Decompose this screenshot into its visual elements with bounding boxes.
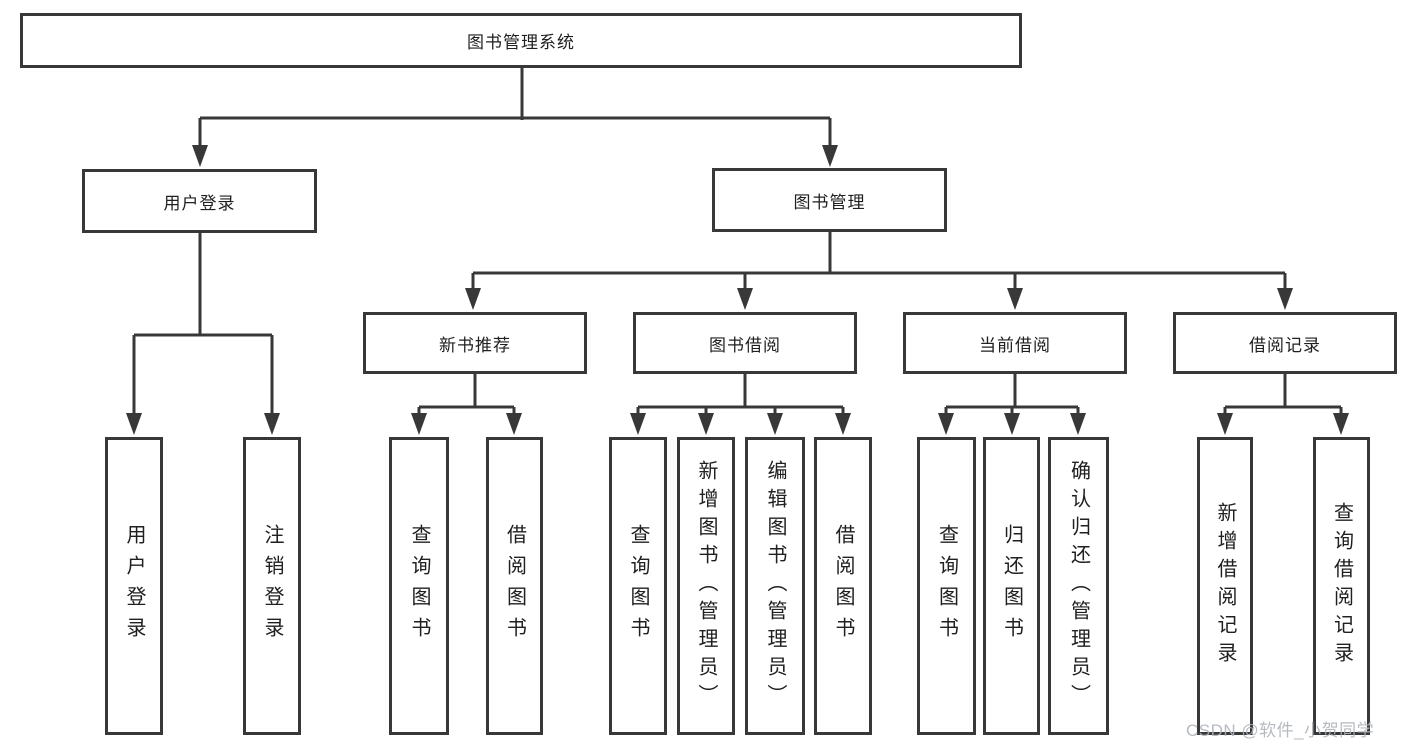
leaf-query-books-current: 查询图书: [917, 437, 976, 735]
node-current-borrow: 当前借阅: [903, 312, 1127, 374]
leaf-user-login: 用户登录: [105, 437, 163, 735]
node-borrow-records: 借阅记录: [1173, 312, 1397, 374]
node-label: 借阅图书: [832, 524, 854, 648]
leaf-query-books-recommend: 查询图书: [389, 437, 449, 735]
node-label: 编辑图书（管理员）: [764, 460, 786, 712]
node-label: 借阅记录: [1249, 335, 1321, 355]
node-label: 查询图书: [935, 524, 958, 648]
leaf-borrow-books-recommend: 借阅图书: [486, 437, 543, 735]
leaf-borrow-books: 借阅图书: [814, 437, 872, 735]
node-label: 新增图书（管理员）: [695, 460, 717, 712]
csdn-watermark: CSDN @软件_小贺同学: [1186, 721, 1375, 740]
node-label: 新增借阅记录: [1214, 502, 1236, 670]
node-system-root: 图书管理系统: [20, 13, 1022, 68]
node-label: 新书推荐: [439, 335, 511, 355]
leaf-add-books-admin: 新增图书（管理员）: [677, 437, 735, 735]
node-label: 查询图书: [627, 524, 649, 648]
node-label: 查询图书: [408, 524, 430, 648]
node-label: 用户登录: [163, 193, 236, 213]
leaf-query-books-borrow: 查询图书: [609, 437, 667, 735]
leaf-logout: 注销登录: [243, 437, 301, 735]
node-book-management-module: 图书管理: [712, 168, 947, 232]
leaf-return-books: 归还图书: [983, 437, 1040, 735]
node-label: 借阅图书: [503, 524, 526, 648]
node-label: 用户登录: [123, 524, 145, 648]
node-label: 图书管理系统: [467, 33, 575, 52]
node-book-borrow: 图书借阅: [633, 312, 857, 374]
node-user-login-module: 用户登录: [82, 169, 317, 233]
node-label: 确认归还（管理员）: [1067, 460, 1090, 712]
leaf-query-borrow-record: 查询借阅记录: [1313, 437, 1370, 735]
leaf-add-borrow-record: 新增借阅记录: [1197, 437, 1253, 735]
node-label: 当前借阅: [979, 335, 1051, 355]
node-new-book-recommend: 新书推荐: [363, 312, 587, 374]
leaf-confirm-return-admin: 确认归还（管理员）: [1048, 437, 1109, 735]
node-label: 归还图书: [1000, 524, 1023, 648]
node-label: 查询借阅记录: [1330, 502, 1353, 670]
node-label: 图书借阅: [709, 335, 781, 355]
node-label: 注销登录: [261, 524, 283, 648]
leaf-edit-books-admin: 编辑图书（管理员）: [745, 437, 805, 735]
node-label: 图书管理: [793, 192, 866, 212]
